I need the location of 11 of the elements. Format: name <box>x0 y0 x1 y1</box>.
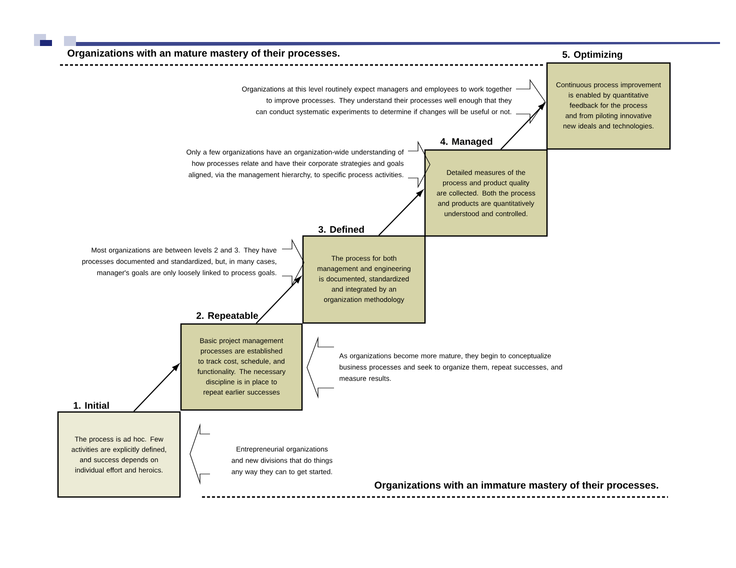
level-heading: 5. Optimizing <box>562 50 622 60</box>
level-heading: 3. Defined <box>318 226 364 233</box>
arrow <box>378 190 424 236</box>
level-heading: 1. Initial <box>74 402 109 409</box>
heading: Organizations with an immature mastery of their processes. <box>374 481 658 491</box>
arrow <box>500 102 546 150</box>
arrow <box>133 364 180 412</box>
level-heading: 2. Repeatable <box>196 312 258 321</box>
arrow <box>256 276 302 324</box>
heading: Organizations with an mature mastery of their processes. <box>68 49 340 59</box>
level-heading: 4. Managed <box>440 138 492 147</box>
